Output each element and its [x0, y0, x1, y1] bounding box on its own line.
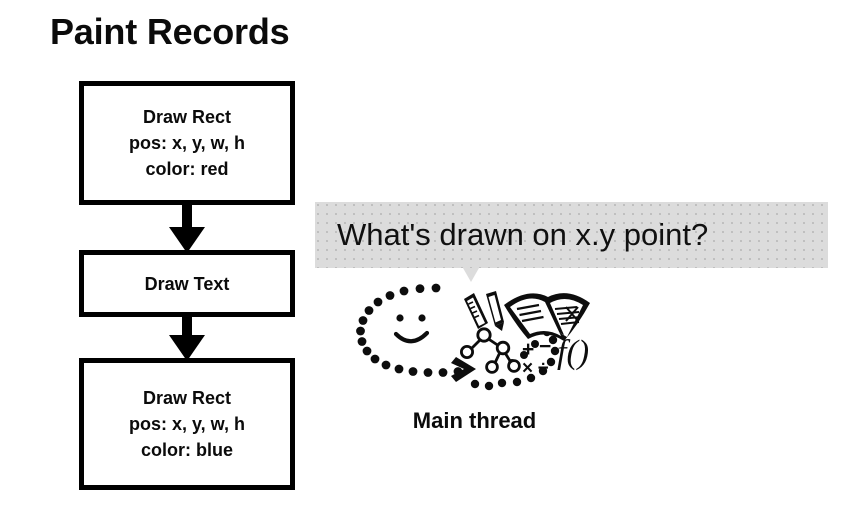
- dotted-oval-head-icon: [356, 283, 560, 391]
- main-thread-label: Main thread: [412, 408, 537, 433]
- paint-record-box-draw-text: Draw Text: [79, 250, 295, 317]
- svg-text:×: ×: [522, 358, 533, 379]
- paint-record-box-draw-rect-red: Draw Rect pos: x, y, w, h color: red: [79, 81, 295, 205]
- open-book-icon: [504, 293, 590, 341]
- question-bubble: What's drawn on x.y point?: [315, 202, 828, 268]
- math-operators-icon: + − × ÷: [522, 335, 551, 379]
- paint-record-box-draw-rect-blue: Draw Rect pos: x, y, w, h color: blue: [79, 358, 295, 490]
- svg-text:f(): f(): [557, 334, 589, 371]
- speech-bubble-tail-icon: [463, 268, 479, 282]
- function-notation-icon: f(): [557, 334, 589, 371]
- arrowhead-icon: [451, 357, 476, 382]
- record-line: Draw Rect: [142, 107, 232, 127]
- arrow-box1-to-box2: [169, 203, 205, 253]
- record-line: color: blue: [140, 440, 233, 460]
- arrow-box2-to-box3: [169, 315, 205, 361]
- svg-text:+: +: [522, 338, 534, 361]
- record-line: color: red: [145, 159, 229, 179]
- pencil-icon: [486, 291, 504, 331]
- ruler-icon: [464, 293, 488, 329]
- smiley-face-icon: [393, 314, 430, 344]
- tree-graph-icon: [460, 327, 521, 374]
- record-line: Draw Rect: [142, 388, 232, 408]
- question-bubble-text: What's drawn on x.y point?: [337, 217, 709, 252]
- record-line: Draw Text: [144, 273, 230, 294]
- record-line: pos: x, y, w, h: [128, 133, 245, 153]
- main-thread-illustration: + − × ÷ f(): [352, 283, 597, 401]
- svg-text:−: −: [539, 335, 551, 358]
- page-title: Paint Records: [50, 11, 290, 52]
- svg-text:÷: ÷: [538, 358, 548, 379]
- record-line: pos: x, y, w, h: [128, 414, 245, 434]
